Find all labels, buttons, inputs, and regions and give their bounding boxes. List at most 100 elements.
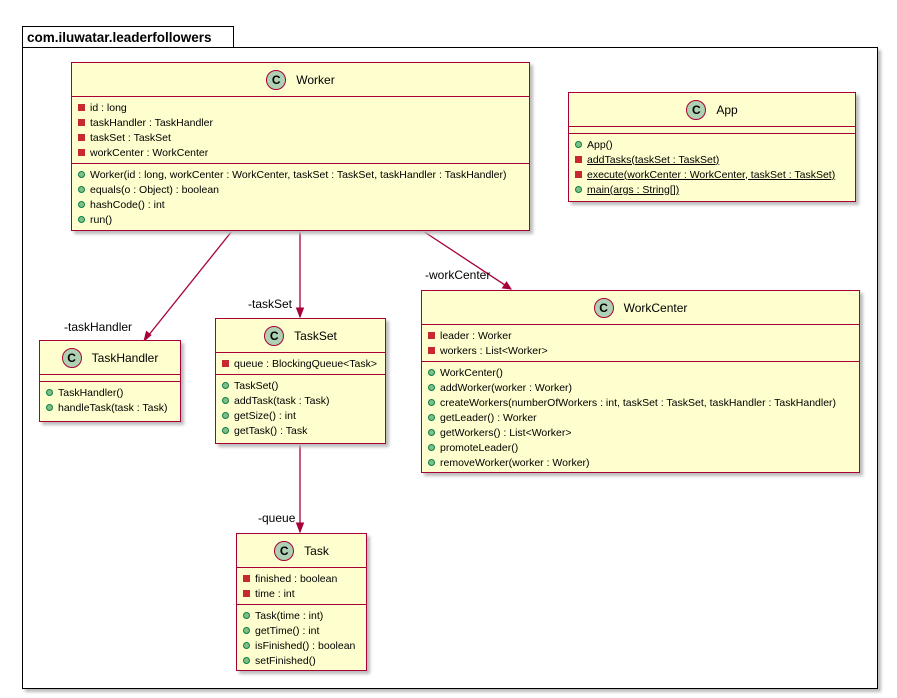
class-task[interactable]: C Task finished : boolean time : int Tas… <box>236 533 367 671</box>
method: App() <box>569 137 855 152</box>
method: main(args : String[]) <box>569 182 855 197</box>
method: TaskSet() <box>216 378 385 393</box>
public-icon <box>78 201 85 208</box>
methods-section: WorkCenter() addWorker(worker : Worker) … <box>422 361 859 473</box>
private-icon <box>78 149 85 156</box>
public-icon <box>428 459 435 466</box>
class-taskset[interactable]: C TaskSet queue : BlockingQueue<Task> Ta… <box>215 318 386 444</box>
class-name: App <box>716 102 738 117</box>
class-name: WorkCenter <box>623 300 688 315</box>
methods-section: TaskHandler() handleTask(task : Task) <box>40 381 180 418</box>
fields-section: queue : BlockingQueue<Task> <box>216 352 385 374</box>
class-icon: C <box>686 99 707 120</box>
fields-section <box>40 374 180 381</box>
role-label-taskhandler: -taskHandler <box>64 320 133 334</box>
public-icon <box>46 389 53 396</box>
edge-worker-workcenter <box>422 230 512 290</box>
methods-section: Task(time : int) getTime() : int isFinis… <box>237 604 366 671</box>
method: execute(workCenter : WorkCenter, taskSet… <box>569 167 855 182</box>
private-icon <box>222 360 229 367</box>
field: id : long <box>72 100 529 115</box>
class-worker[interactable]: C Worker id : long taskHandler : TaskHan… <box>71 62 530 231</box>
arrowhead-taskhandler <box>143 330 152 343</box>
arrowhead-task <box>295 522 305 534</box>
public-icon <box>428 429 435 436</box>
public-icon <box>243 642 250 649</box>
fields-section <box>569 126 855 133</box>
field: time : int <box>237 586 366 601</box>
field: workCenter : WorkCenter <box>72 145 529 160</box>
method: setFinished() <box>237 653 366 668</box>
method: addTask(task : Task) <box>216 393 385 408</box>
package-tab: com.iluwatar.leaderfollowers <box>22 26 234 48</box>
method: createWorkers(numberOfWorkers : int, tas… <box>422 395 859 410</box>
private-icon <box>575 171 582 178</box>
public-icon <box>428 369 435 376</box>
field: taskHandler : TaskHandler <box>72 115 529 130</box>
role-label-taskset: -taskSet <box>248 297 293 311</box>
method: Task(time : int) <box>237 608 366 623</box>
public-icon <box>243 657 250 664</box>
private-icon <box>428 347 435 354</box>
method: getTask() : Task <box>216 423 385 438</box>
public-icon <box>222 397 229 404</box>
public-icon <box>575 141 582 148</box>
field: workers : List<Worker> <box>422 343 859 358</box>
class-icon: C <box>61 347 82 368</box>
method: getTime() : int <box>237 623 366 638</box>
class-name: TaskSet <box>294 328 337 343</box>
method: Worker(id : long, workCenter : WorkCente… <box>72 167 529 182</box>
public-icon <box>78 216 85 223</box>
public-icon <box>243 627 250 634</box>
public-icon <box>428 444 435 451</box>
class-name: Worker <box>296 72 335 87</box>
method: isFinished() : boolean <box>237 638 366 653</box>
class-name: Task <box>304 543 329 558</box>
method: addTasks(taskSet : TaskSet) <box>569 152 855 167</box>
private-icon <box>575 156 582 163</box>
private-icon <box>78 134 85 141</box>
private-icon <box>78 104 85 111</box>
method: WorkCenter() <box>422 365 859 380</box>
private-icon <box>428 332 435 339</box>
method: addWorker(worker : Worker) <box>422 380 859 395</box>
public-icon <box>78 171 85 178</box>
public-icon <box>222 382 229 389</box>
role-label-workcenter: -workCenter <box>425 268 491 282</box>
class-icon: C <box>264 325 285 346</box>
private-icon <box>243 575 250 582</box>
public-icon <box>428 399 435 406</box>
edge-worker-taskhandler <box>143 230 233 342</box>
method: getSize() : int <box>216 408 385 423</box>
class-icon: C <box>274 540 295 561</box>
public-icon <box>575 186 582 193</box>
field: taskSet : TaskSet <box>72 130 529 145</box>
method: getWorkers() : List<Worker> <box>422 425 859 440</box>
fields-section: id : long taskHandler : TaskHandler task… <box>72 96 529 163</box>
field: leader : Worker <box>422 328 859 343</box>
class-icon: C <box>266 69 287 90</box>
public-icon <box>428 414 435 421</box>
methods-section: TaskSet() addTask(task : Task) getSize()… <box>216 374 385 441</box>
method: hashCode() : int <box>72 197 529 212</box>
method: promoteLeader() <box>422 440 859 455</box>
private-icon <box>243 590 250 597</box>
public-icon <box>78 186 85 193</box>
package-name: com.iluwatar.leaderfollowers <box>27 30 212 45</box>
method: handleTask(task : Task) <box>40 400 180 415</box>
class-workcenter[interactable]: C WorkCenter leader : Worker workers : L… <box>421 290 860 473</box>
public-icon <box>46 404 53 411</box>
methods-section: Worker(id : long, workCenter : WorkCente… <box>72 163 529 230</box>
methods-section: App() addTasks(taskSet : TaskSet) execut… <box>569 133 855 200</box>
public-icon <box>222 412 229 419</box>
public-icon <box>222 427 229 434</box>
method: TaskHandler() <box>40 385 180 400</box>
fields-section: finished : boolean time : int <box>237 567 366 604</box>
class-app[interactable]: C App App() addTasks(taskSet : TaskSet) … <box>568 92 856 202</box>
private-icon <box>78 119 85 126</box>
class-taskhandler[interactable]: C TaskHandler TaskHandler() handleTask(t… <box>39 340 181 422</box>
public-icon <box>428 384 435 391</box>
method: equals(o : Object) : boolean <box>72 182 529 197</box>
class-name: TaskHandler <box>91 350 159 365</box>
field: queue : BlockingQueue<Task> <box>216 356 385 371</box>
